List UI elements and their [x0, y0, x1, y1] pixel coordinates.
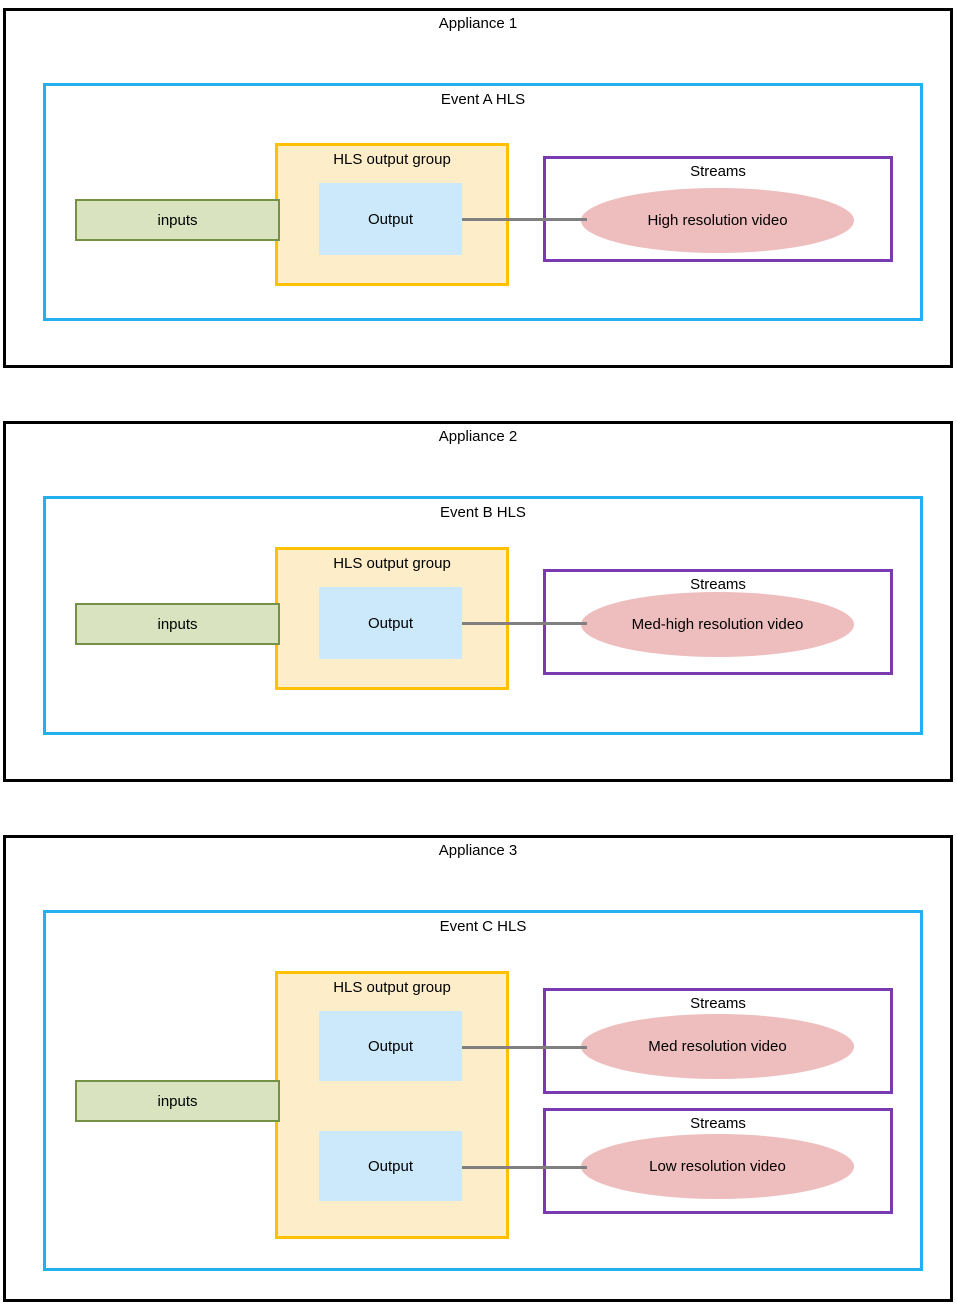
appliance-3-output-group-title: HLS output group	[333, 979, 451, 996]
event-c-hls-title: Event C HLS	[439, 918, 527, 935]
appliance-3-streams-title-2: Streams	[690, 1115, 746, 1132]
appliance-1-streams-title: Streams	[690, 163, 746, 180]
appliance-3-connector-1	[462, 1046, 587, 1049]
event-b-hls-title: Event B HLS	[440, 504, 526, 521]
appliance-2-stream-ellipse-1: Med-high resolution video	[581, 592, 854, 657]
appliance-3-inputs-box: inputs	[75, 1080, 280, 1122]
appliance-2-title: Appliance 2	[438, 428, 518, 445]
appliance-3-output-2: Output	[319, 1131, 462, 1201]
appliance-3-stream-2-label: Low resolution video	[649, 1158, 786, 1175]
appliance-2-output-1-label: Output	[367, 614, 414, 632]
appliance-1-output-group-title: HLS output group	[333, 151, 451, 168]
appliance-3-stream-1-label: Med resolution video	[648, 1038, 787, 1055]
appliance-3-stream-ellipse-1: Med resolution video	[581, 1014, 854, 1079]
appliance-3-stream-ellipse-2: Low resolution video	[581, 1134, 854, 1199]
appliance-3-output-1-label: Output	[367, 1037, 414, 1055]
appliance-2-output-1: Output	[319, 587, 462, 659]
appliance-2-stream-1-label: Med-high resolution video	[631, 616, 804, 633]
appliance-2-inputs-box: inputs	[75, 603, 280, 645]
appliance-1-output-1-label: Output	[367, 210, 414, 228]
appliance-1-box: Appliance 1 Event A HLS Streams HLS outp…	[3, 8, 953, 368]
appliance-3-streams-title-1: Streams	[690, 995, 746, 1012]
appliance-1-connector-1	[462, 218, 587, 221]
appliance-2-inputs-label: inputs	[157, 615, 198, 633]
appliance-1-stream-1-label: High resolution video	[647, 212, 788, 229]
appliance-2-streams-title: Streams	[690, 576, 746, 593]
appliance-1-inputs-box: inputs	[75, 199, 280, 241]
appliance-2-box: Appliance 2 Event B HLS Streams HLS outp…	[3, 421, 953, 782]
appliance-2-output-group-title: HLS output group	[333, 555, 451, 572]
appliance-3-title: Appliance 3	[438, 842, 518, 859]
appliance-1-stream-ellipse-1: High resolution video	[581, 188, 854, 253]
appliance-3-output-1: Output	[319, 1011, 462, 1081]
appliance-1-inputs-label: inputs	[157, 211, 198, 229]
appliance-1-title: Appliance 1	[438, 15, 518, 32]
appliance-3-inputs-label: inputs	[157, 1092, 198, 1110]
appliance-3-output-2-label: Output	[367, 1157, 414, 1175]
appliance-3-box: Appliance 3 Event C HLS Streams Streams …	[3, 835, 953, 1302]
appliance-3-connector-2	[462, 1166, 587, 1169]
appliance-1-output-1: Output	[319, 183, 462, 255]
appliance-2-connector-1	[462, 622, 587, 625]
event-a-hls-title: Event A HLS	[440, 91, 526, 108]
